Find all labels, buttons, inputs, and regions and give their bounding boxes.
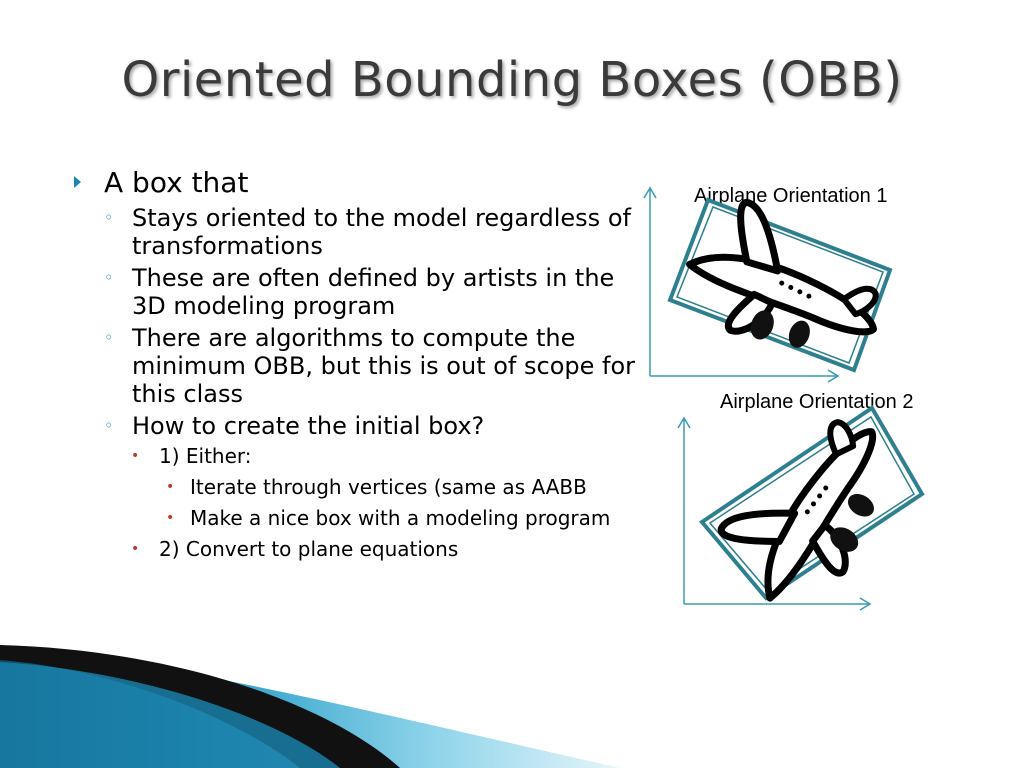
circle-bullet-icon: ◦	[104, 208, 114, 227]
bullet-text: Iterate through vertices (same as AABB	[190, 475, 587, 499]
dot-bullet-icon: •	[166, 479, 175, 495]
bullet-algorithms: ◦ There are algorithms to compute the mi…	[74, 324, 644, 408]
caption-orientation-2: Airplane Orientation 2	[720, 391, 914, 413]
dot-bullet-icon: •	[131, 448, 140, 464]
bullet-initial-box: ◦ How to create the initial box?	[74, 412, 644, 440]
bullet-either: • 1) Either:	[74, 444, 644, 469]
circle-bullet-icon: ◦	[104, 268, 114, 287]
dot-bullet-icon: •	[166, 510, 175, 526]
bullet-text: 2) Convert to plane equations	[159, 537, 459, 561]
triangle-bullet-icon	[74, 176, 81, 188]
bullet-text: How to create the initial box?	[132, 412, 485, 440]
dot-bullet-icon: •	[131, 541, 140, 557]
circle-bullet-icon: ◦	[104, 328, 114, 347]
bullet-text: These are often defined by artists in th…	[132, 264, 615, 320]
bullet-modeling-program: • Make a nice box with a modeling progra…	[74, 506, 644, 530]
bullet-text: 1) Either:	[159, 444, 252, 468]
caption-orientation-1: Airplane Orientation 1	[694, 185, 888, 207]
bullet-text: Stays oriented to the model regardless o…	[132, 204, 631, 260]
bullet-a-box-that: A box that	[74, 166, 644, 200]
bullet-plane-equations: • 2) Convert to plane equations	[74, 537, 644, 562]
circle-bullet-icon: ◦	[104, 416, 114, 435]
bullet-stays-oriented: ◦ Stays oriented to the model regardless…	[74, 204, 644, 260]
bullet-defined-by-artists: ◦ These are often defined by artists in …	[74, 264, 644, 320]
bullet-list: A box that ◦ Stays oriented to the model…	[74, 166, 644, 568]
bullet-text: There are algorithms to compute the mini…	[132, 324, 636, 408]
slide-title: Oriented Bounding Boxes (OBB)	[121, 52, 903, 108]
bullet-text: A box that	[104, 166, 249, 199]
bullet-iterate-vertices: • Iterate through vertices (same as AABB	[74, 475, 644, 499]
bullet-text: Make a nice box with a modeling program	[190, 506, 611, 530]
